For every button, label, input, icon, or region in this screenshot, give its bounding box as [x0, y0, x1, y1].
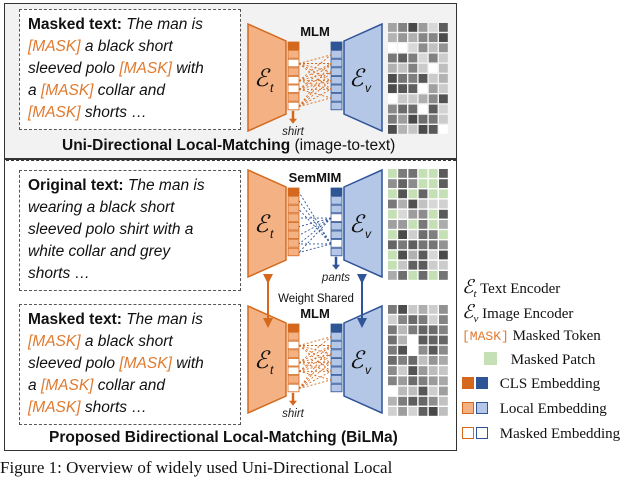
mask-token: [MASK] [119, 60, 172, 77]
text-segment: a [28, 377, 41, 394]
mask-token: [MASK] [28, 104, 81, 121]
text-segment: a black short [80, 38, 173, 55]
text-segment: shorts … [80, 104, 147, 121]
bottom-panel [4, 159, 457, 451]
text-segment: a [28, 82, 41, 99]
cls-swatch-blue [476, 377, 488, 389]
text-segment: a black short [80, 333, 173, 350]
text-segment: with [171, 60, 204, 77]
masked-text-label-top: Masked text: [28, 16, 122, 33]
legend-image-encoder-symbol: ℰ [462, 302, 474, 323]
legend-masked-token-tag: [MASK] [462, 329, 509, 344]
text-segment: sleeved polo [28, 355, 120, 372]
text-segment: shorts … [28, 265, 91, 282]
uni-directional-caption-normal: (image-to-text) [290, 137, 396, 154]
uni-directional-caption: Uni-Directional Local-Matching (image-to… [62, 137, 395, 155]
masked-swatch-orange [462, 427, 474, 439]
figure-caption: Figure 1: Overview of widely used Uni-Di… [0, 458, 393, 477]
legend-text-encoder-sub: t [473, 288, 477, 300]
text-segment: sleeved polo [28, 60, 120, 77]
masked-patch-swatch [484, 352, 497, 365]
text-segment: The man is [123, 177, 205, 194]
text-segment: sleeved polo shirt with a [28, 221, 194, 238]
mask-token: [MASK] [119, 355, 172, 372]
legend-text-encoder-label: Text Encoder [480, 281, 561, 297]
text-segment: shorts … [80, 399, 147, 416]
legend-masked-embedding-label: Masked Embedding [499, 426, 621, 442]
bilma-caption-text: Proposed Bidirectional Local-Matching (B… [49, 429, 398, 446]
text-segment: white collar and grey [28, 243, 171, 260]
panel-separator [6, 160, 456, 161]
mask-token: [MASK] [28, 333, 81, 350]
text-segment: with [171, 355, 204, 372]
masked-text-box-top: Masked text: The man is [MASK] a black sh… [19, 9, 241, 130]
masked-text-label-bottom: Masked text: [28, 311, 122, 328]
legend-image-encoder-label: Image Encoder [482, 306, 574, 322]
legend-masked-token-label: Masked Token [512, 328, 601, 344]
text-segment: The man is [121, 16, 203, 33]
legend-text-encoder-symbol: ℰ [462, 277, 474, 298]
masked-text-body-bottom: The man is [MASK] a black short sleeved po… [28, 311, 204, 416]
legend-cls-embedding: CLS Embedding [462, 376, 600, 393]
masked-swatch-blue [476, 427, 488, 439]
legend-masked-patch: Masked Patch [484, 352, 595, 369]
mask-token: [MASK] [40, 377, 94, 394]
local-swatch-blue [476, 402, 488, 414]
uni-directional-caption-bold: Uni-Directional Local-Matching [62, 137, 291, 154]
text-segment: collar and [93, 377, 165, 394]
masked-text-body-top: The man is [MASK] a black short sleeved po… [28, 16, 204, 121]
original-text-label: Original text: [28, 177, 124, 194]
legend-masked-token: [MASK] Masked Token [462, 328, 601, 345]
mask-token: [MASK] [40, 82, 94, 99]
text-segment: wearing a black short [28, 199, 175, 216]
original-text-body: The man is wearing a black short sleeved p… [28, 177, 205, 282]
text-segment: collar and [93, 82, 165, 99]
mask-token: [MASK] [28, 399, 81, 416]
local-swatch-orange [462, 402, 474, 414]
legend-cls-embedding-label: CLS Embedding [499, 376, 601, 392]
masked-text-box-bottom: Masked text: The man is [MASK] a black sh… [19, 304, 241, 425]
legend-masked-embedding: Masked Embedding [462, 426, 620, 443]
legend-local-embedding-label: Local Embedding [499, 401, 607, 417]
legend-image-encoder: ℰv Image Encoder [462, 301, 573, 325]
original-text-box: Original text: The man is wearing a black… [19, 170, 241, 291]
legend-text-encoder: ℰt Text Encoder [462, 276, 560, 300]
legend-local-embedding: Local Embedding [462, 401, 607, 418]
mask-token: [MASK] [28, 38, 81, 55]
text-segment: The man is [121, 311, 203, 328]
bilma-caption: Proposed Bidirectional Local-Matching (B… [49, 429, 398, 447]
legend-image-encoder-sub: v [473, 313, 479, 325]
legend-masked-patch-label: Masked Patch [510, 352, 596, 368]
cls-swatch-orange [462, 377, 474, 389]
